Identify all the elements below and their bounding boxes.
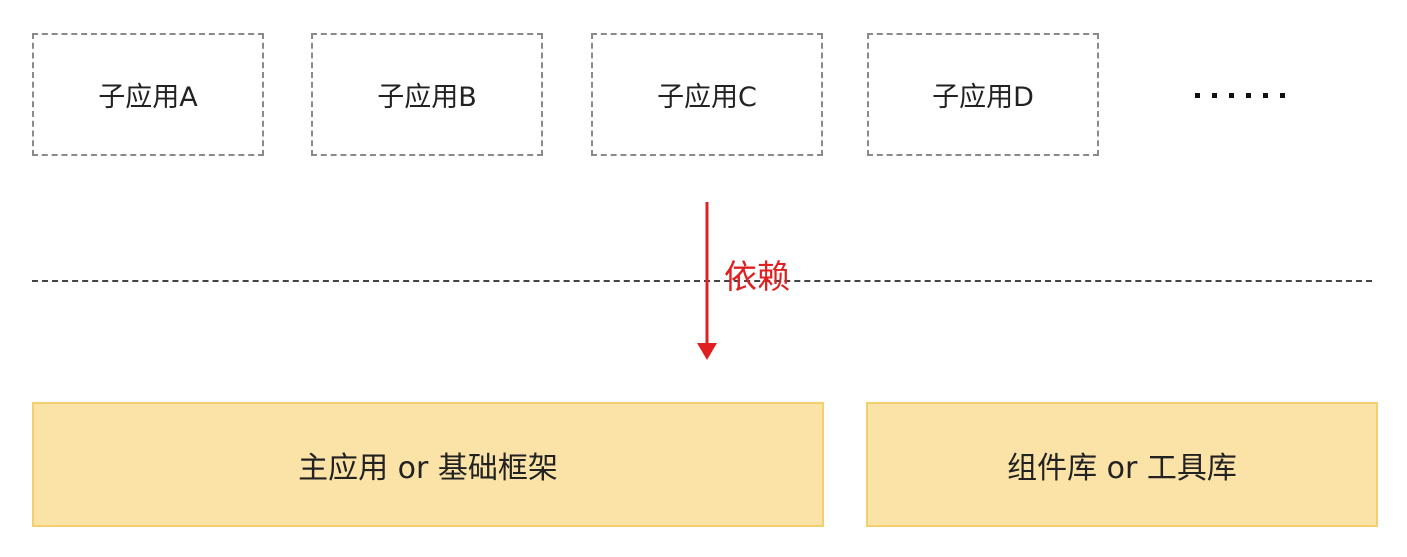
main-app-label: 主应用 or 基础框架 bbox=[298, 450, 558, 486]
main-app-block: 主应用 or 基础框架 bbox=[32, 402, 824, 527]
ellipsis-dot bbox=[1246, 92, 1251, 98]
library-block: 组件库 or 工具库 bbox=[866, 402, 1378, 527]
sub-app-b-label: 子应用B bbox=[377, 82, 477, 113]
layer-divider bbox=[32, 280, 1372, 282]
sub-app-b-box: 子应用B bbox=[311, 33, 543, 156]
ellipsis-dot bbox=[1263, 92, 1268, 98]
ellipsis-dot bbox=[1229, 92, 1234, 98]
sub-app-c-label: 子应用C bbox=[657, 82, 757, 113]
ellipsis-dot bbox=[1195, 92, 1200, 98]
dependency-arrow-head bbox=[697, 343, 717, 360]
sub-app-a-box: 子应用A bbox=[32, 33, 264, 156]
sub-app-d-label: 子应用D bbox=[932, 82, 1034, 113]
more-apps-ellipsis bbox=[1195, 88, 1285, 102]
dependency-label: 依赖 bbox=[724, 257, 790, 296]
ellipsis-dot bbox=[1212, 92, 1217, 98]
ellipsis-dot bbox=[1280, 92, 1285, 98]
library-label: 组件库 or 工具库 bbox=[1007, 450, 1237, 486]
dependency-arrow bbox=[697, 202, 717, 360]
sub-app-c-box: 子应用C bbox=[591, 33, 823, 156]
sub-app-d-box: 子应用D bbox=[867, 33, 1099, 156]
sub-app-a-label: 子应用A bbox=[98, 82, 198, 113]
